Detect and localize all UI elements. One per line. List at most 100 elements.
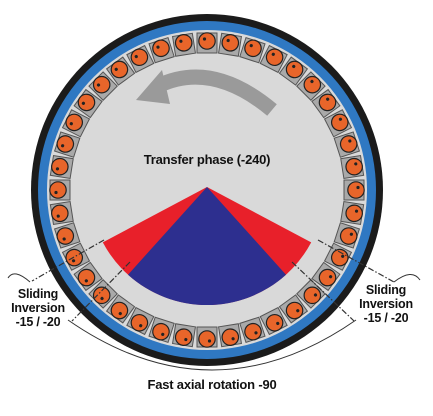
ball-dot <box>231 337 235 341</box>
slot-unit <box>239 316 266 344</box>
ball-icon <box>51 204 69 223</box>
slot-unit <box>343 179 365 201</box>
slot-unit <box>49 154 74 180</box>
slot-unit <box>278 56 309 86</box>
ball-dot <box>134 54 138 59</box>
slot-unit <box>73 88 103 119</box>
right-label-line1: Sliding <box>365 283 407 297</box>
ball-icon <box>347 181 365 199</box>
ball-icon <box>152 39 170 58</box>
slot-unit <box>148 316 175 344</box>
rotation-arrow-icon <box>136 69 277 116</box>
right-leader-upper <box>317 239 395 283</box>
ball-icon <box>56 135 75 153</box>
ball-icon <box>265 48 284 67</box>
ball-icon <box>174 328 193 346</box>
ball-dot <box>69 122 73 126</box>
ball-icon <box>330 248 349 267</box>
right-leader-lower <box>291 261 355 322</box>
ball-icon <box>77 268 96 287</box>
ball-dot <box>61 144 65 148</box>
ball-icon <box>174 34 193 52</box>
ball-icon <box>92 286 111 305</box>
slot-unit <box>311 261 341 292</box>
bottom-dimension-arc <box>67 319 357 371</box>
left-sliding-inversion-label: Sliding Inversion -15 / -20 <box>11 287 65 329</box>
ball-icon <box>130 313 149 332</box>
slot-unit <box>217 323 243 348</box>
slot-unit <box>333 222 361 249</box>
ball-icon <box>221 328 240 346</box>
slot-unit <box>88 279 118 309</box>
ball-dot <box>271 52 275 56</box>
ball-icon <box>265 313 284 332</box>
ball-dot <box>207 339 212 343</box>
ball-dot <box>310 79 314 84</box>
ball-dot <box>292 64 296 68</box>
slot-unit <box>239 36 266 64</box>
ball-dot <box>349 232 353 236</box>
slot-unit <box>73 261 103 292</box>
ball-dot <box>313 293 318 297</box>
ball-icon <box>77 93 96 112</box>
ball-icon <box>318 268 337 287</box>
left-leader-lower <box>71 261 131 322</box>
slot-unit <box>148 36 175 64</box>
left-label-line1: Sliding <box>17 287 59 301</box>
slot-unit <box>259 306 288 336</box>
slot-unit <box>126 306 155 336</box>
transfer-phase-label: Transfer phase (-240) <box>143 152 271 167</box>
ball-icon <box>130 48 149 67</box>
ball-icon <box>244 322 262 341</box>
slot-unit <box>196 32 218 54</box>
right-label-line3: -15 / -20 <box>363 311 409 325</box>
slot-unit <box>61 109 91 138</box>
phase-sectors <box>102 187 312 306</box>
ball-icon <box>303 286 322 305</box>
slot-unit <box>49 179 71 201</box>
slot-unit <box>333 131 361 158</box>
ball-dot <box>156 45 160 49</box>
ball-dot <box>139 324 143 328</box>
ball-icon <box>65 113 84 132</box>
ball-dot <box>326 97 330 101</box>
slot-unit <box>171 32 197 57</box>
ball-dot <box>356 185 360 190</box>
ball-dot <box>161 332 165 336</box>
slot-unit <box>49 200 74 226</box>
ball-icon <box>198 330 216 348</box>
ball-icon <box>56 227 75 245</box>
slot-unit <box>53 131 81 158</box>
ball-icon <box>198 32 216 50</box>
left-label-line2: Inversion <box>11 301 65 315</box>
ball-dot <box>81 101 85 105</box>
slot-unit <box>296 279 326 309</box>
ball-dot <box>54 190 58 195</box>
ball-icon <box>330 113 349 132</box>
slot-unit <box>171 323 197 348</box>
ball-dot <box>354 162 358 166</box>
right-label-line2: Inversion <box>359 297 413 311</box>
slot-unit <box>340 154 365 180</box>
slot-unit <box>259 44 288 74</box>
ball-dot <box>341 254 345 258</box>
ball-dot <box>118 312 122 316</box>
ball-dot <box>184 337 188 342</box>
ball-dot <box>114 67 118 71</box>
ball-dot <box>71 259 76 263</box>
ball-icon <box>339 135 358 153</box>
ball-icon <box>51 157 69 176</box>
slot-unit <box>126 44 155 74</box>
ball-icon <box>110 60 129 79</box>
ball-icon <box>345 157 363 176</box>
slot-unit <box>296 71 326 101</box>
ball-dot <box>348 139 352 143</box>
ball-icon <box>92 75 111 94</box>
ball-icon <box>221 34 240 52</box>
ball-icon <box>345 204 363 223</box>
fast-axial-rotation-label: Fast axial rotation -90 <box>147 377 277 392</box>
ball-dot <box>179 39 183 43</box>
slot-unit <box>323 109 353 138</box>
